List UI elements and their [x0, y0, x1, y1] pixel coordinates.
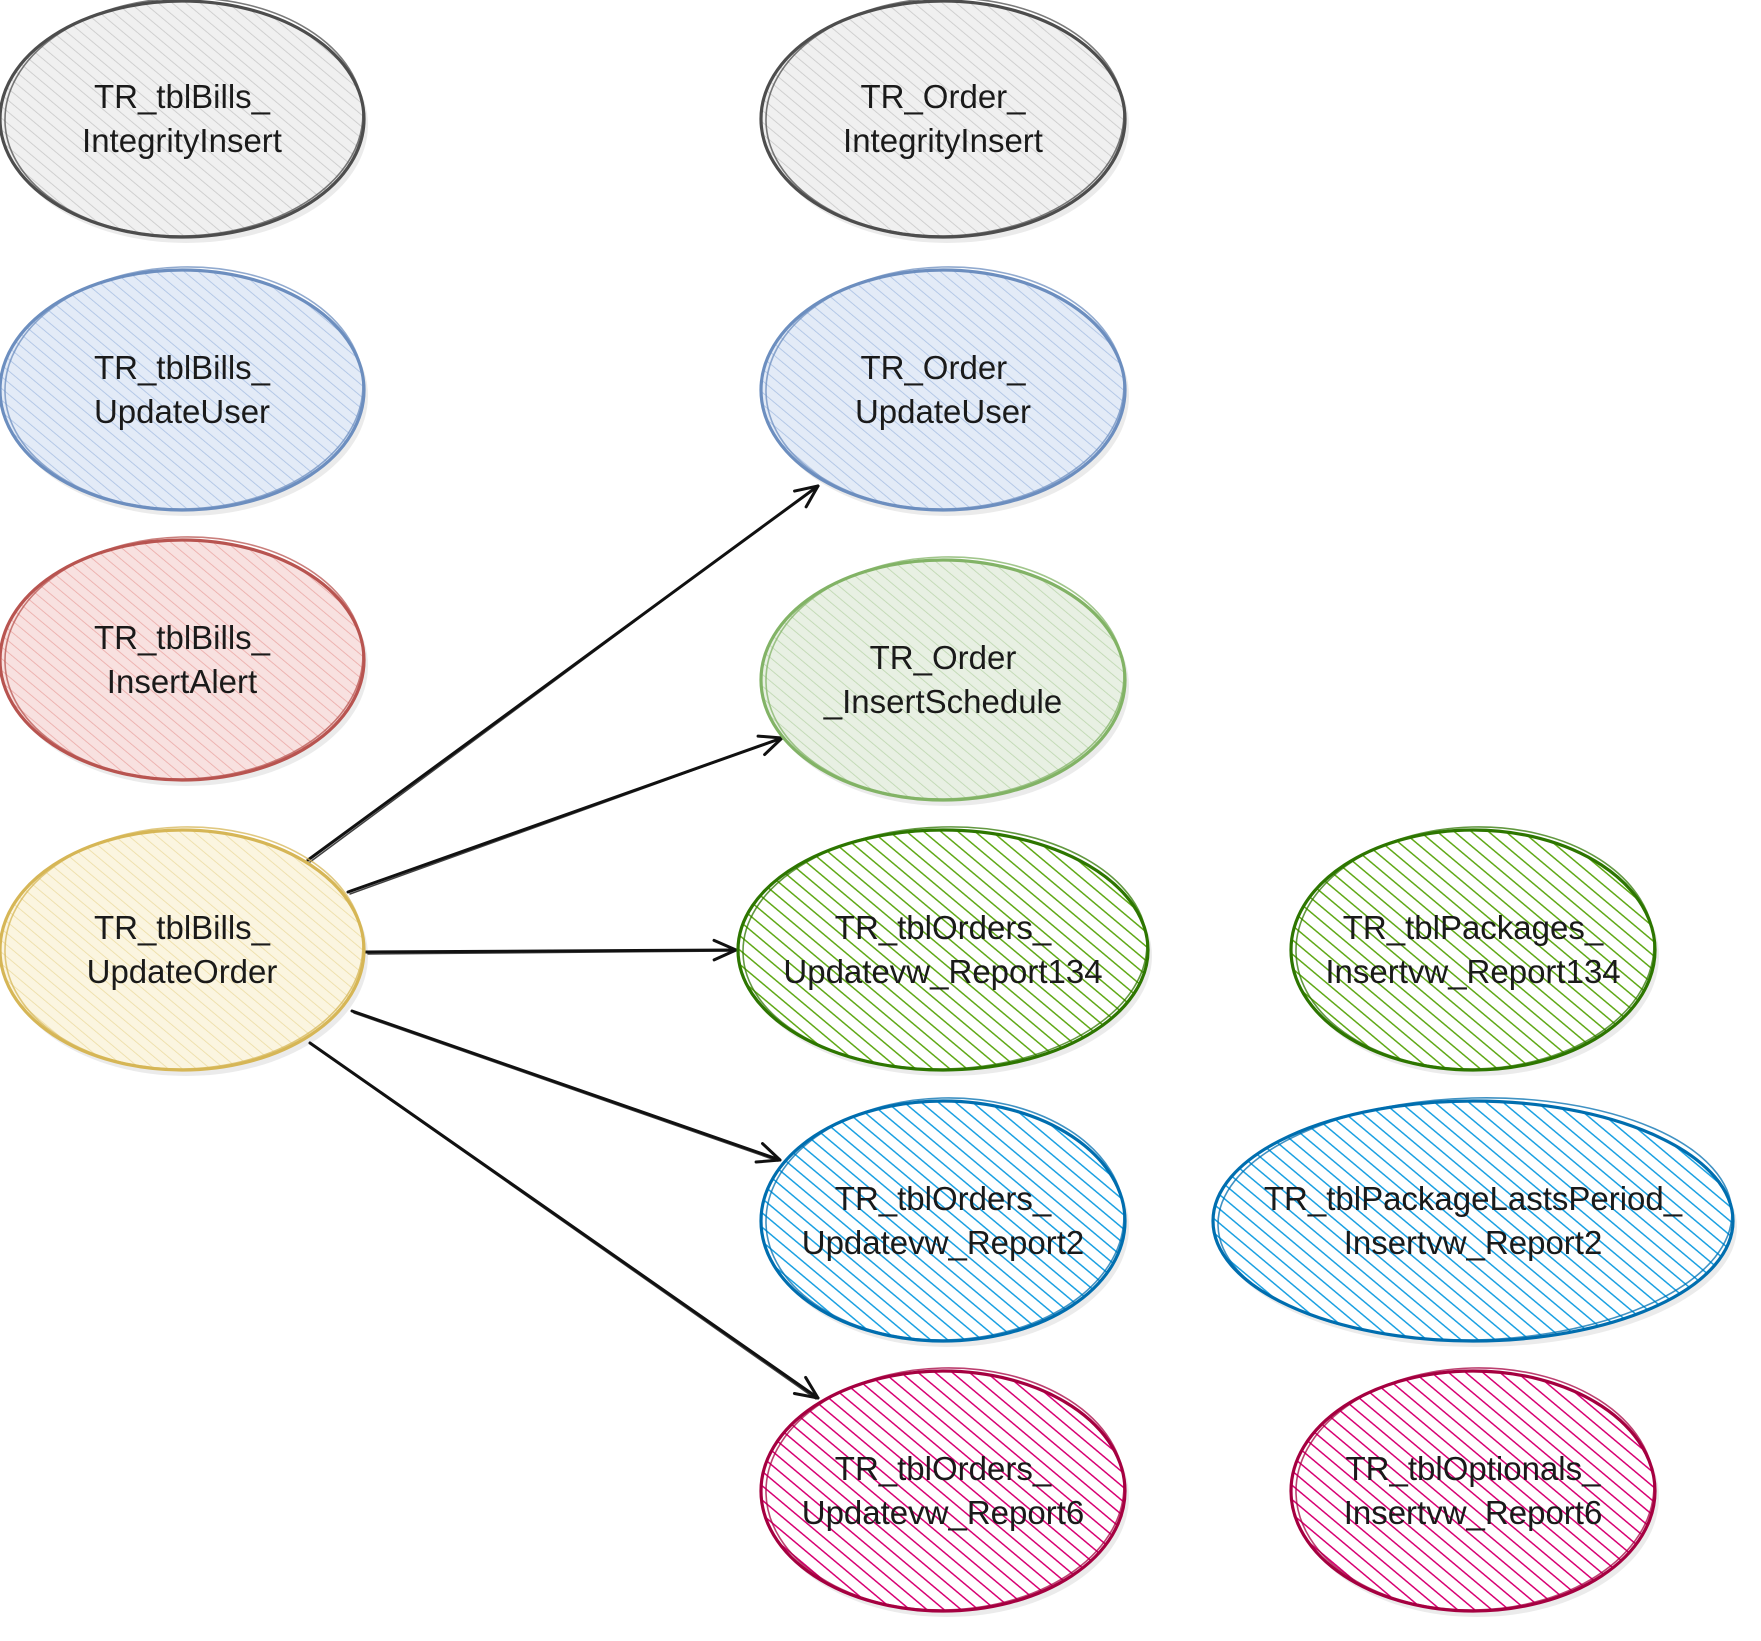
node-ellipse: [759, 268, 1127, 512]
node-label-line: Updatevw_Report2: [802, 1224, 1085, 1261]
node-orders-update-report2[interactable]: TR_tblOrders_ Updatevw_Report2: [759, 1093, 1129, 1347]
node-package-lasts-period-insert-report2[interactable]: TR_tblPackageLastsPeriod_ Insertvw_Report…: [1211, 1091, 1737, 1347]
node-ellipse: [0, 828, 366, 1072]
node-bills-integrity-insert[interactable]: TR_tblBills_ IntegrityInsert: [0, 0, 368, 243]
node-sketch-outline: [4, 0, 364, 237]
node-ellipse: [759, 558, 1127, 802]
edge-sketch-line: [367, 950, 735, 955]
node-ellipse: [759, 0, 1127, 239]
edge-line: [350, 1009, 782, 1162]
node-label-line: TR_tblBills_: [94, 349, 271, 386]
node-sketch-outline: [765, 1097, 1125, 1341]
node-ellipse: [1211, 1099, 1735, 1343]
node-order-insert-schedule[interactable]: TR_Order _InsertSchedule: [759, 552, 1129, 806]
node-sketch-outline: [1295, 1367, 1655, 1611]
node-label-line: TR_tblPackageLastsPeriod_: [1264, 1180, 1683, 1217]
arrowhead-icon: [792, 1375, 820, 1400]
node-bills-insert-alert[interactable]: TR_tblBills_ InsertAlert: [0, 532, 368, 786]
node-sketch-outline: [765, 266, 1125, 510]
node-ellipse: [1289, 828, 1657, 1072]
node-sketch-outline: [4, 266, 364, 510]
node-label-line: TR_Order_: [860, 349, 1026, 386]
node-label-line: Insertvw_Report2: [1344, 1224, 1603, 1261]
node-orders-update-report134[interactable]: TR_tblOrders_ Updatevw_Report134: [736, 822, 1152, 1076]
node-label-line: Insertvw_Report134: [1325, 953, 1620, 990]
edge-bills-update-order-to-order-insert-schedule[interactable]: [346, 734, 784, 895]
node-sketch-outline: [4, 536, 364, 780]
node-label-line: TR_tblOrders_: [835, 909, 1052, 946]
node-packages-insert-report134[interactable]: TR_tblPackages_ Insertvw_Report134: [1289, 822, 1659, 1076]
node-label-line: TR_tblPackages_: [1343, 909, 1604, 946]
node-sketch-outline: [765, 556, 1125, 800]
edge-sketch-line: [353, 1012, 779, 1162]
node-sketch-outline: [4, 826, 364, 1070]
edge-bills-update-order-to-orders-update-report2[interactable]: [350, 1009, 782, 1164]
edge-line: [364, 948, 738, 954]
node-order-update-user[interactable]: TR_Order_ UpdateUser: [759, 262, 1129, 516]
node-label-line: Updatevw_Report6: [802, 1494, 1085, 1531]
node-optionals-insert-report6[interactable]: TR_tblOptionals_ Insertvw_Report6: [1289, 1363, 1659, 1617]
node-label-line: TR_Order: [870, 639, 1017, 676]
edge-bills-update-order-to-order-update-user[interactable]: [306, 484, 820, 863]
node-label-line: _InsertSchedule: [823, 683, 1063, 720]
node-label-line: UpdateUser: [855, 393, 1031, 430]
node-label-line: Insertvw_Report6: [1344, 1494, 1603, 1531]
node-label-line: InsertAlert: [107, 663, 257, 700]
node-label-line: UpdateUser: [94, 393, 270, 430]
node-label-line: IntegrityInsert: [82, 122, 282, 159]
node-label-line: TR_tblOptionals_: [1346, 1450, 1602, 1487]
node-ellipse: [1289, 1369, 1657, 1613]
edges-layer: [306, 484, 820, 1400]
edge-sketch-line: [309, 486, 817, 863]
node-sketch-outline: [765, 1367, 1125, 1611]
edge-sketch-line: [349, 738, 781, 895]
node-order-integrity-insert[interactable]: TR_Order_ IntegrityInsert: [759, 0, 1129, 243]
edge-bills-update-order-to-orders-update-report6[interactable]: [308, 1041, 820, 1400]
node-bills-update-order[interactable]: TR_tblBills_ UpdateOrder: [0, 822, 368, 1076]
node-label-line: TR_tblOrders_: [835, 1450, 1052, 1487]
node-ellipse: [759, 1369, 1127, 1613]
arrowhead-icon: [712, 938, 738, 962]
node-sketch-outline: [1295, 826, 1655, 1070]
node-label-line: TR_tblOrders_: [835, 1180, 1052, 1217]
node-ellipse: [0, 0, 366, 239]
node-sketch-outline: [1217, 1097, 1733, 1341]
edge-bills-update-order-to-orders-update-report134[interactable]: [364, 938, 738, 962]
node-label-line: TR_tblBills_: [94, 78, 271, 115]
node-label-line: TR_Order_: [860, 78, 1026, 115]
node-label-line: Updatevw_Report134: [783, 953, 1102, 990]
edge-sketch-line: [311, 1044, 817, 1400]
node-label-line: IntegrityInsert: [843, 122, 1043, 159]
nodes-layer: TR_tblBills_IntegrityInsertTR_Order_Inte…: [0, 0, 1737, 1617]
node-ellipse: [0, 268, 366, 512]
node-label-line: UpdateOrder: [87, 953, 278, 990]
node-label-line: TR_tblBills_: [94, 619, 271, 656]
node-sketch-outline: [742, 826, 1148, 1070]
node-bills-update-user[interactable]: TR_tblBills_ UpdateUser: [0, 262, 368, 516]
node-label-line: TR_tblBills_: [94, 909, 271, 946]
node-orders-update-report6[interactable]: TR_tblOrders_ Updatevw_Report6: [759, 1363, 1129, 1617]
node-sketch-outline: [765, 0, 1125, 237]
node-ellipse: [759, 1099, 1127, 1343]
arrowhead-icon: [793, 484, 820, 509]
node-ellipse: [736, 828, 1150, 1072]
node-ellipse: [0, 538, 366, 782]
arrowhead-icon: [754, 1142, 782, 1164]
